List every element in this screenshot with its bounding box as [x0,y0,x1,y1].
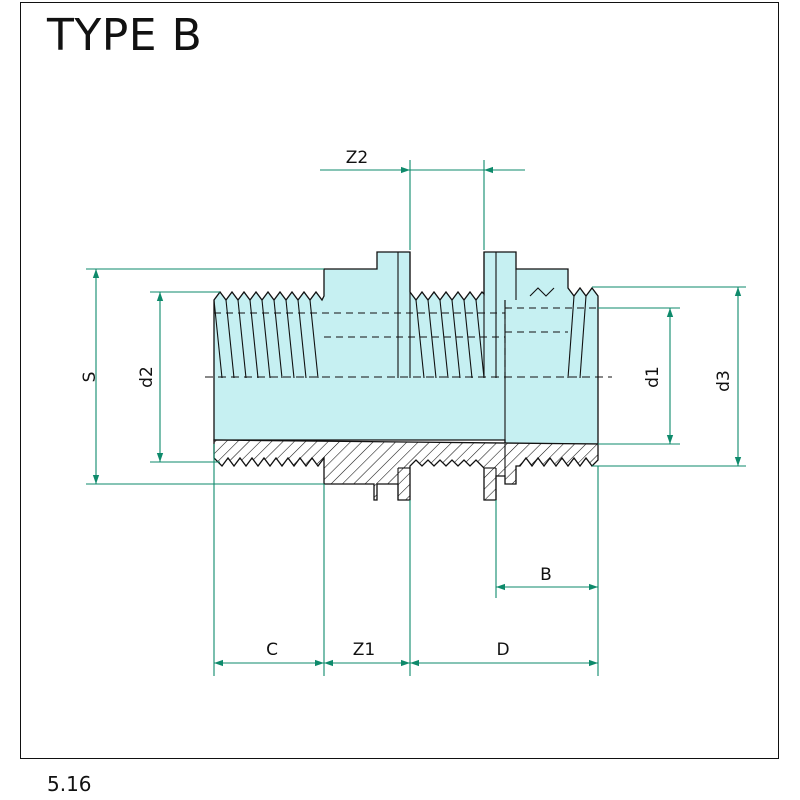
section-hatch [213,439,599,501]
label-s: S [80,372,100,383]
label-d2: d2 [137,366,157,388]
fitting-body-section [213,439,599,501]
fitting-body-upper [205,251,612,445]
label-d1: d1 [643,366,663,388]
label-z2: Z2 [346,148,368,168]
drawing-frame [20,2,779,759]
label-d: D [496,640,509,660]
label-c: C [266,640,278,660]
page-number: 5.16 [47,772,92,796]
label-z1: Z1 [353,640,375,660]
fitting-body [213,251,599,445]
page-title: TYPE B [47,10,203,61]
thread-lines-right [567,295,587,379]
label-b: B [540,565,552,585]
thread-lines-middle [415,299,485,379]
label-d3: d3 [714,370,734,392]
hidden-lines [214,300,598,380]
dimension-lines [86,160,746,676]
